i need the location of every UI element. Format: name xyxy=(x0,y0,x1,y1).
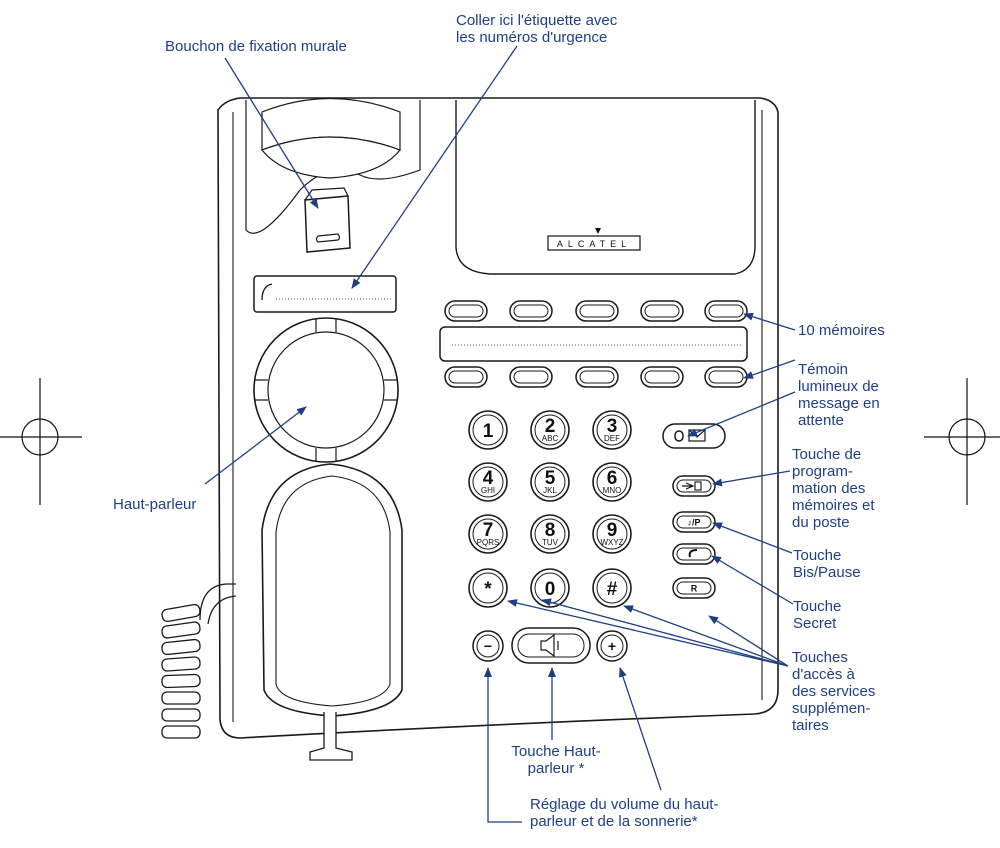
leader-lines xyxy=(204,45,796,823)
keypad-digit: 8 xyxy=(545,520,556,541)
label-speaker: Haut-parleur xyxy=(113,496,197,513)
keypad-digit: 0 xyxy=(545,579,556,600)
keypad-digit: # xyxy=(607,579,618,600)
handset-icon xyxy=(688,549,698,558)
keypad-letters: DEF xyxy=(604,434,620,443)
speaker-key[interactable] xyxy=(511,627,591,664)
keypad-letters: GHI xyxy=(481,486,495,495)
redial-pause-key[interactable]: ♪/P xyxy=(672,511,716,533)
volume-minus-key[interactable] xyxy=(472,630,504,662)
memory-button-2[interactable] xyxy=(509,300,553,322)
memory-button-6[interactable] xyxy=(444,366,488,388)
memory-buttons[interactable] xyxy=(444,300,748,388)
memory-button-1[interactable] xyxy=(444,300,488,322)
volume-minus-label: − xyxy=(484,638,492,654)
keypad-digit: 6 xyxy=(607,468,618,489)
label-mute-key: Touche Secret xyxy=(793,598,842,632)
keypad-digit: 3 xyxy=(607,416,618,437)
coiled-cord xyxy=(161,583,237,739)
label-programming-key: Touche de program- mation des mémoires e… xyxy=(792,446,875,531)
memory-button-8[interactable] xyxy=(575,366,619,388)
memory-button-4[interactable] xyxy=(640,300,684,322)
label-service-keys: Touches d'accès à des services supplémen… xyxy=(792,649,876,734)
keypad-letters: JKL xyxy=(543,486,557,495)
keypad-digit: 1 xyxy=(483,421,494,442)
keypad-digit: 7 xyxy=(483,520,494,541)
label-redial-pause-key: Touche Bis/Pause xyxy=(793,547,861,581)
keypad-digit: * xyxy=(484,579,492,600)
side-key-label: ♪/P xyxy=(687,518,700,528)
keypad-key-hash[interactable]: # xyxy=(592,568,632,608)
keypad-key-1[interactable]: 1 xyxy=(468,410,508,450)
memory-button-5[interactable] xyxy=(704,300,748,322)
memory-button-3[interactable] xyxy=(575,300,619,322)
keypad-letters: TUV xyxy=(542,538,559,547)
memory-button-7[interactable] xyxy=(509,366,553,388)
crop-mark-right xyxy=(924,378,1000,505)
keypad-digit: 5 xyxy=(545,468,556,489)
keypad-digit: 4 xyxy=(483,468,494,489)
crop-mark-left xyxy=(0,378,82,505)
program-arrow-icon xyxy=(682,482,695,490)
memory-button-9[interactable] xyxy=(640,366,684,388)
mute-key[interactable] xyxy=(672,543,716,565)
label-message-led: Témoin lumineux de message en attente xyxy=(798,361,880,429)
label-wall-plug: Bouchon de fixation murale xyxy=(165,38,347,55)
label-volume: Réglage du volume du haut- parleur et de… xyxy=(530,796,719,830)
side-function-keys[interactable]: ♪/P R xyxy=(672,475,716,599)
memory-button-10[interactable] xyxy=(704,366,748,388)
r-key[interactable]: R xyxy=(672,577,716,599)
keypad-letters: PQRS xyxy=(477,538,500,547)
brand-logo: ALCATEL xyxy=(547,228,641,251)
keypad-letters: WXYZ xyxy=(600,538,623,547)
keypad-digit: 2 xyxy=(545,416,556,437)
volume-plus-key[interactable] xyxy=(596,630,628,662)
label-memories: 10 mémoires xyxy=(798,322,885,339)
side-key-label: R xyxy=(691,584,698,594)
wall-plug xyxy=(304,195,351,253)
keypad-key-0[interactable]: 0 xyxy=(530,568,570,608)
keypad-letters: ABC xyxy=(542,434,559,443)
label-emergency-sticker: Coller ici l'étiquette avec les numéros … xyxy=(456,12,618,46)
keypad-key-star[interactable]: * xyxy=(468,568,508,608)
volume-plus-label: + xyxy=(608,638,616,654)
message-waiting-key[interactable] xyxy=(662,423,726,449)
keypad-digit: 9 xyxy=(607,520,618,541)
speaker-icon xyxy=(540,633,555,658)
svg-text:ALCATEL: ALCATEL xyxy=(557,239,631,249)
keypad-letters: MNO xyxy=(603,486,622,495)
label-speaker-key: Touche Haut- parleur * xyxy=(511,743,601,777)
programming-key[interactable] xyxy=(672,475,716,497)
